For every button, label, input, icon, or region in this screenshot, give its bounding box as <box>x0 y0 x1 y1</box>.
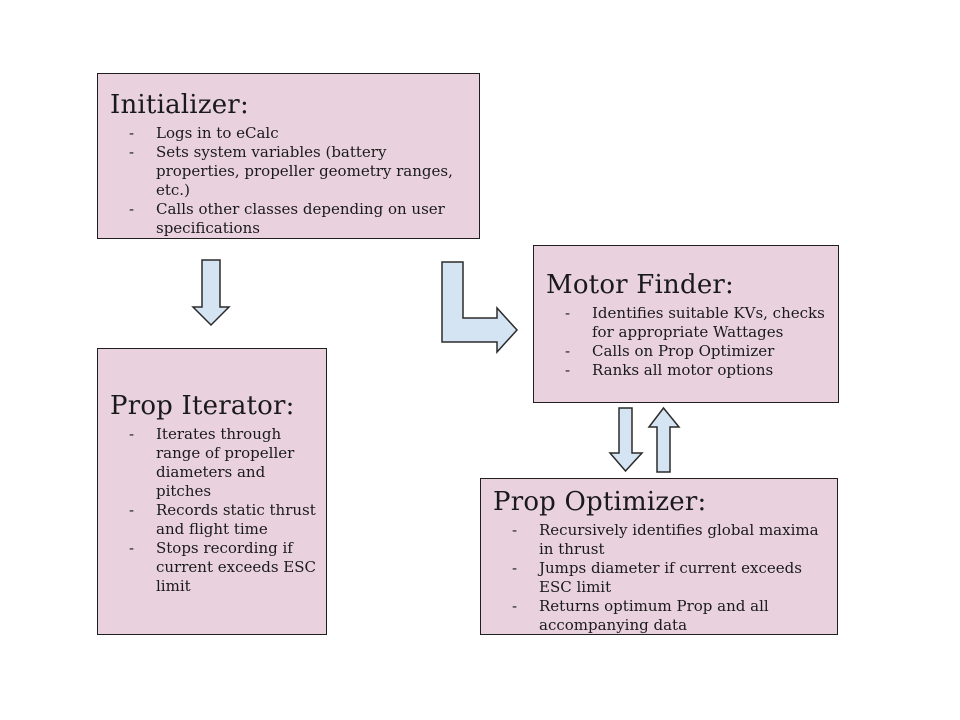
bullet-item: - Stops recording if current exceeds ESC… <box>129 539 318 596</box>
bullet-text: Records static thrust and flight time <box>156 500 316 538</box>
bullet-dash: - <box>565 303 571 322</box>
prop-iterator-title: Prop Iterator: <box>110 391 295 421</box>
bullet-text: Ranks all motor options <box>592 360 774 379</box>
bullet-item: - Identifies suitable KVs, checks for ap… <box>565 304 830 342</box>
bullet-item: - Recursively identifies global maxima i… <box>512 521 829 559</box>
bullet-item: - Jumps diameter if current exceeds ESC … <box>512 559 829 597</box>
down-arrow-initializer-to-prop-iterator <box>191 259 231 327</box>
prop-iterator-box: Prop Iterator: - Iterates through range … <box>97 348 327 635</box>
bullet-dash: - <box>565 360 571 379</box>
down-arrow-motor-finder-to-prop-optimizer <box>608 407 644 473</box>
bullet-item: - Records static thrust and flight time <box>129 501 318 539</box>
bullet-text: Sets system variables (battery propertie… <box>156 142 453 199</box>
motor-finder-box: Motor Finder: - Identifies suitable KVs,… <box>533 245 839 403</box>
bullet-dash: - <box>129 123 135 142</box>
bullet-dash: - <box>512 520 518 539</box>
bullet-item: - Ranks all motor options <box>565 361 830 380</box>
bullet-text: Calls other classes depending on user sp… <box>156 199 445 237</box>
bullet-text: Iterates through range of propeller diam… <box>156 424 295 500</box>
initializer-bullets: - Logs in to eCalc - Sets system variabl… <box>98 124 479 238</box>
initializer-title: Initializer: <box>110 90 249 120</box>
bullet-text: Calls on Prop Optimizer <box>592 341 775 360</box>
bullet-text: Identifies suitable KVs, checks for appr… <box>592 303 825 341</box>
bullet-dash: - <box>129 500 135 519</box>
bullet-text: Jumps diameter if current exceeds ESC li… <box>539 558 802 596</box>
prop-optimizer-bullets: - Recursively identifies global maxima i… <box>481 521 837 635</box>
bullet-dash: - <box>512 596 518 615</box>
bullet-text: Recursively identifies global maxima in … <box>539 520 819 558</box>
bullet-item: - Calls other classes depending on user … <box>129 200 471 238</box>
bullet-dash: - <box>512 558 518 577</box>
bullet-dash: - <box>129 199 135 218</box>
up-arrow-prop-optimizer-to-motor-finder <box>647 406 681 473</box>
elbow-arrow-initializer-to-motor-finder <box>441 261 519 354</box>
bullet-dash: - <box>565 341 571 360</box>
prop-iterator-bullets: - Iterates through range of propeller di… <box>98 425 326 596</box>
prop-optimizer-box: Prop Optimizer: - Recursively identifies… <box>480 478 838 635</box>
bullet-dash: - <box>129 142 135 161</box>
bullet-item: - Logs in to eCalc <box>129 124 471 143</box>
bullet-item: - Iterates through range of propeller di… <box>129 425 318 501</box>
bullet-dash: - <box>129 538 135 557</box>
bullet-text: Returns optimum Prop and all accompanyin… <box>539 596 769 634</box>
motor-finder-title: Motor Finder: <box>546 270 734 300</box>
bullet-dash: - <box>129 424 135 443</box>
bullet-text: Logs in to eCalc <box>156 123 279 142</box>
bullet-item: - Returns optimum Prop and all accompany… <box>512 597 829 635</box>
initializer-box: Initializer: - Logs in to eCalc - Sets s… <box>97 73 480 239</box>
prop-optimizer-title: Prop Optimizer: <box>493 487 707 517</box>
bullet-item: - Calls on Prop Optimizer <box>565 342 830 361</box>
bullet-item: - Sets system variables (battery propert… <box>129 143 471 200</box>
bullet-text: Stops recording if current exceeds ESC l… <box>156 538 316 595</box>
motor-finder-bullets: - Identifies suitable KVs, checks for ap… <box>534 304 838 380</box>
